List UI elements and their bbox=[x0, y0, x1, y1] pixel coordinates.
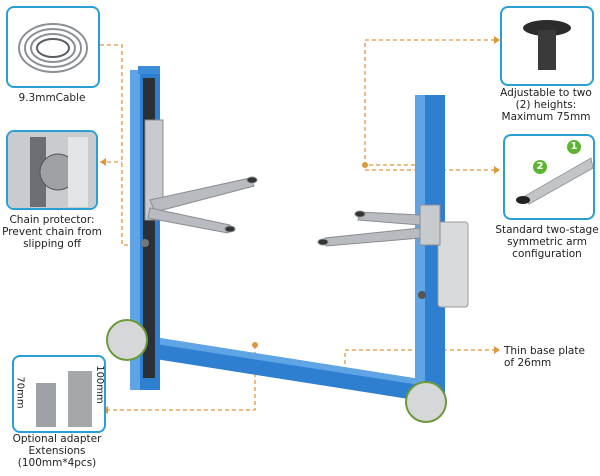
lift-pad-icon bbox=[523, 20, 571, 70]
dim-short-label: 70mm bbox=[14, 376, 26, 409]
caption-line: Standard two-stage bbox=[495, 224, 599, 236]
caption-line: Chain protector: bbox=[9, 214, 95, 226]
baseplate-detail-circle bbox=[405, 381, 447, 423]
stage-1-badge: 1 bbox=[567, 140, 581, 154]
height-caption: Adjustable to two (2) heights: Maximum 7… bbox=[494, 87, 598, 123]
caption-line: Extensions bbox=[28, 445, 86, 457]
chain-icon bbox=[8, 132, 96, 208]
dim-tall-label: 100mm bbox=[93, 365, 105, 404]
caption-line: slipping off bbox=[23, 238, 81, 250]
left-arms bbox=[144, 119, 258, 234]
stage-2-badge: 2 bbox=[533, 160, 547, 174]
caption-line: (100mm*4pcs) bbox=[17, 457, 97, 469]
arm-callout: 1 2 bbox=[503, 134, 595, 220]
cable-coil-icon bbox=[18, 23, 88, 73]
caption-line: Adjustable to two bbox=[500, 87, 592, 99]
caption-line: (2) heights: bbox=[515, 99, 577, 111]
caption-line: configuration bbox=[512, 248, 582, 260]
adapter-icon bbox=[36, 371, 92, 427]
chain-caption: Chain protector: Prevent chain from slip… bbox=[0, 214, 104, 250]
caption-line: Maximum 75mm bbox=[501, 111, 591, 123]
adapter-callout: 70mm 100mm bbox=[12, 355, 106, 433]
caption-line: symmetric arm bbox=[507, 236, 587, 248]
cable-caption: 9.3mmCable bbox=[18, 92, 86, 104]
caption-line: Optional adapter bbox=[12, 433, 102, 445]
adapter-caption: Optional adapter Extensions (100mm*4pcs) bbox=[0, 433, 114, 469]
base-caption: Thin base plate of 26mm bbox=[504, 345, 585, 369]
caption-line: Prevent chain from bbox=[2, 226, 102, 238]
caption-line: Thin base plate bbox=[504, 345, 585, 357]
arm-caption: Standard two-stage symmetric arm configu… bbox=[494, 224, 600, 260]
right-arms bbox=[317, 204, 441, 247]
cable-callout bbox=[6, 6, 100, 88]
base-plate bbox=[130, 338, 445, 400]
caption-line: of 26mm bbox=[504, 357, 552, 369]
arm-icon bbox=[516, 157, 593, 205]
chain-callout bbox=[6, 130, 98, 210]
adapter-detail-circle bbox=[106, 319, 148, 361]
height-callout bbox=[500, 6, 594, 86]
power-unit bbox=[437, 221, 469, 308]
